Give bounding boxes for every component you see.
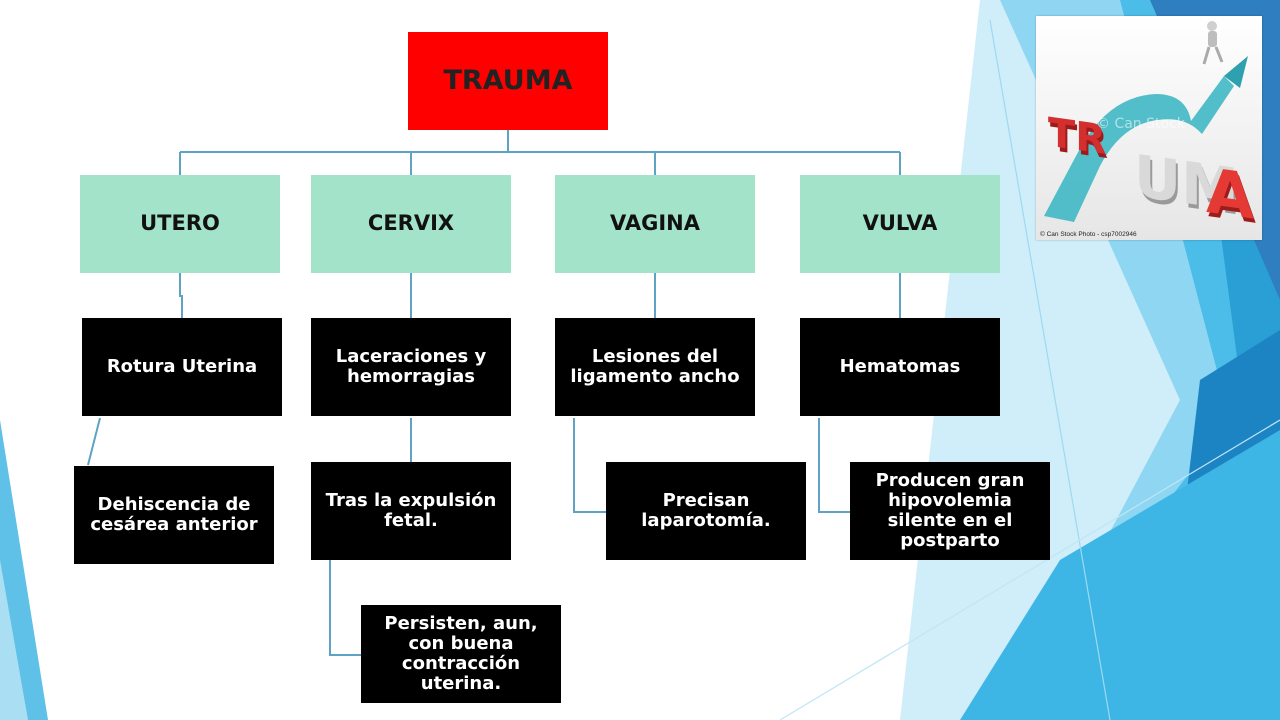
stock-watermark: © Can Stock [1096,116,1186,132]
node-dehiscencia: Dehiscencia de cesárea anterior [74,466,274,564]
trauma-stock-image: TR TR UM UM A A © Can Stock © Can Stock … [1036,16,1262,240]
category-cervix: CERVIX [311,175,511,273]
node-hipovolemia: Producen gran hipovolemia silente en el … [850,462,1050,560]
deco-line-1 [989,19,1111,720]
node-laparotomia: Precisan laparotomía. [606,462,806,560]
node-rotura-uterina: Rotura Uterina [82,318,282,416]
svg-text:A: A [1208,158,1256,237]
svg-text:TR: TR [1050,114,1108,168]
node-laceraciones: Laceraciones y hemorragias [311,318,511,416]
node-expulsion-fetal: Tras la expulsión fetal. [311,462,511,560]
svg-text:UM: UM [1134,142,1239,224]
photo-caption: © Can Stock Photo - csp7002946 [1040,231,1137,238]
trauma-illustration-icon: TR TR UM UM A A © Can Stock [1036,16,1262,240]
person-figure-icon [1202,21,1224,65]
category-vagina: VAGINA [555,175,755,273]
category-utero: UTERO [80,175,280,273]
right-shape-cyan [960,430,1280,720]
left-accent-light [0,560,28,720]
category-vulva: VULVA [800,175,1000,273]
svg-text:UM: UM [1136,146,1241,228]
node-hematomas: Hematomas [800,318,1000,416]
arrow-ribbon-icon [1044,76,1234,222]
deco-line-2 [779,419,1280,720]
node-lesiones-ligamento: Lesiones del ligamento ancho [555,318,755,416]
trauma-letters-icon: TR TR UM UM A A [1048,110,1256,238]
node-persisten: Persisten, aun, con buena contracción ut… [361,605,561,703]
root-node-trauma: TRAUMA [408,32,608,130]
svg-text:A: A [1206,154,1254,233]
svg-text:TR: TR [1048,110,1106,164]
